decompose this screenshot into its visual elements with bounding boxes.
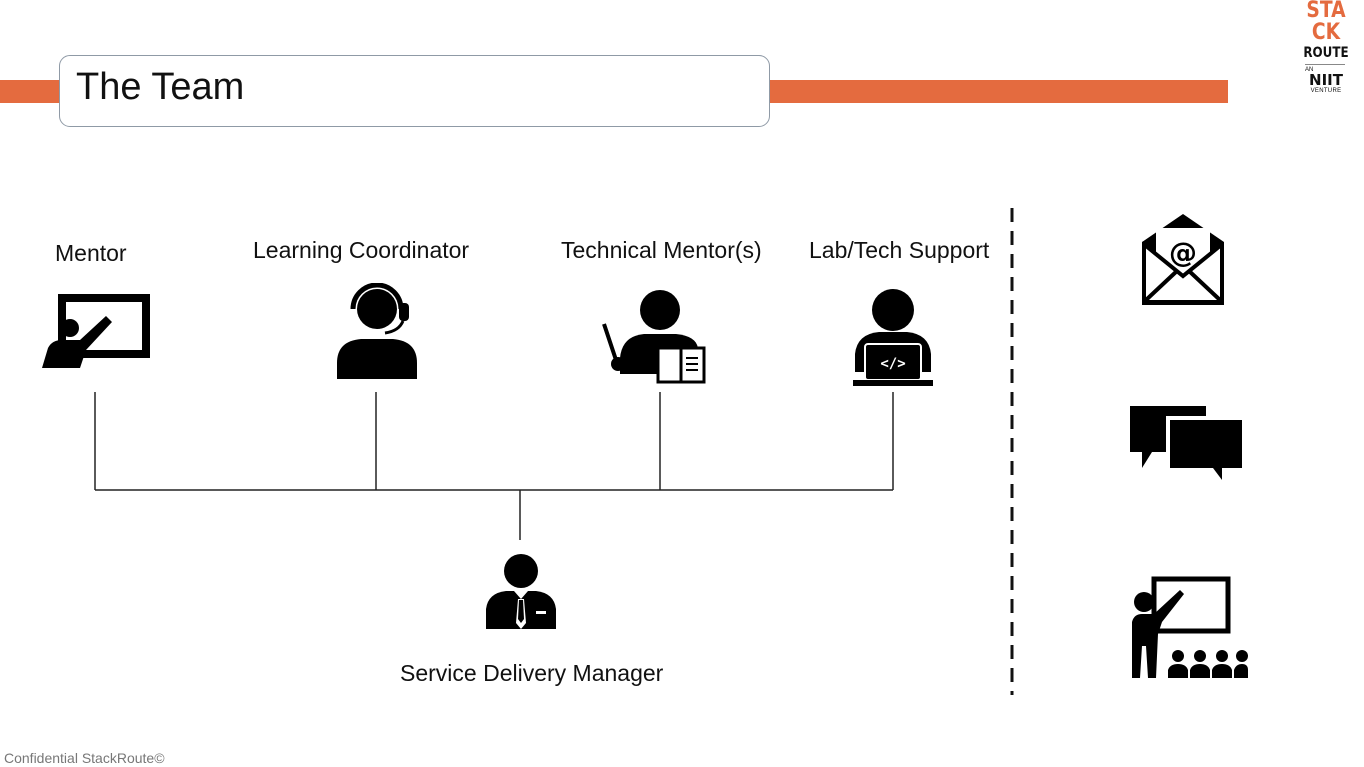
role-label-technical-mentor: Technical Mentor(s): [561, 237, 762, 263]
slide-title: The Team: [76, 66, 245, 108]
logo-route-text: ROUTE: [1303, 45, 1349, 61]
logo-sta-text: STA: [1306, 0, 1346, 23]
classroom-teacher-icon: [1132, 576, 1248, 678]
logo-niit-text: NIIT: [1309, 71, 1343, 89]
svg-text:@: @: [1169, 236, 1197, 269]
role-label-mentor: Mentor: [55, 240, 127, 266]
role-label-learning-coordinator: Learning Coordinator: [253, 237, 470, 263]
headset-person-icon: [337, 283, 417, 379]
orange-accent-bar-left: [0, 80, 62, 103]
manager-label: Service Delivery Manager: [400, 660, 664, 686]
email-envelope-icon: @: [1142, 214, 1224, 305]
person-laptop-code-icon: </>: [853, 289, 933, 386]
footer-confidential: Confidential StackRoute©: [4, 750, 165, 766]
logo-an-text: AN: [1305, 64, 1345, 73]
role-label-lab-support: Lab/Tech Support: [809, 237, 990, 263]
logo-ck-text: CK: [1311, 20, 1341, 45]
businessman-icon: [486, 554, 556, 629]
presentation-screen-icon: [42, 294, 150, 368]
teacher-pointer-book-icon: [602, 290, 706, 384]
title-box: The Team: [59, 55, 770, 127]
orange-accent-bar-right: [770, 80, 1228, 103]
chat-bubbles-icon: [1130, 406, 1246, 488]
svg-text:</>: </>: [880, 356, 905, 372]
stackroute-logo: STA CK ROUTE AN NIIT VENTURE: [1296, 0, 1356, 125]
logo-venture-text: VENTURE: [1310, 88, 1342, 94]
